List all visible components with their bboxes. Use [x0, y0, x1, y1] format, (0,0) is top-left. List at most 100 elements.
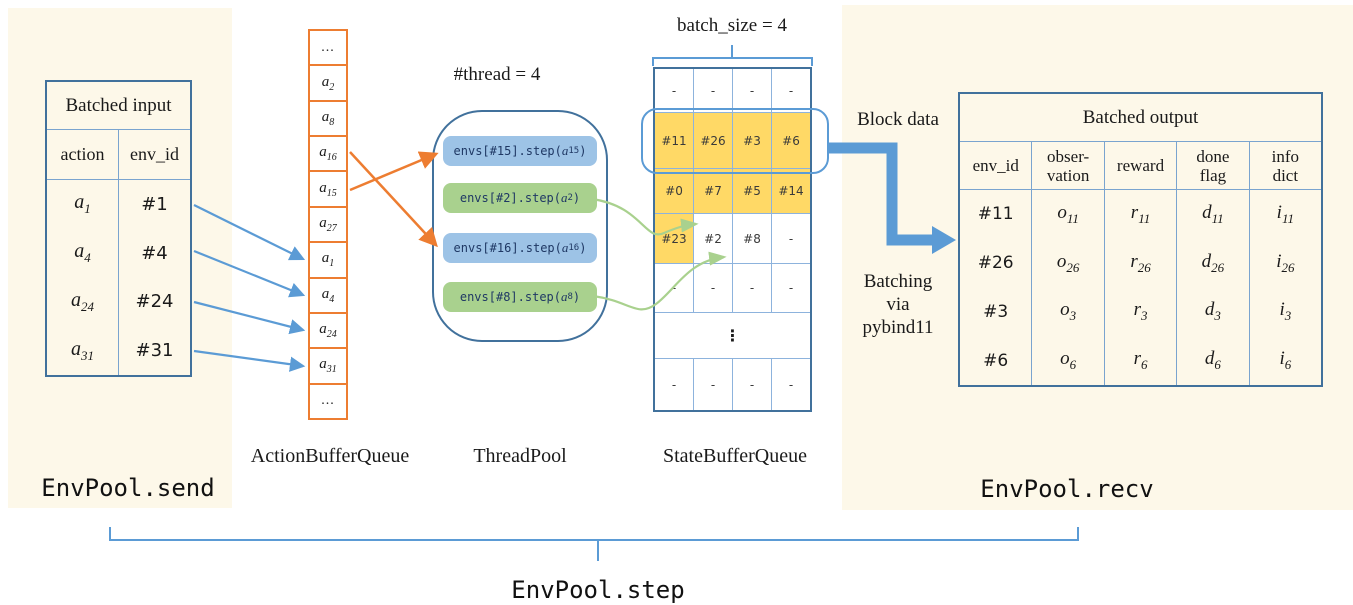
output-cell: #26 [977, 253, 1014, 274]
state-cell: - [671, 281, 677, 295]
state-cell: #26 [693, 113, 732, 168]
state-cell: #23 [655, 214, 693, 263]
queue-cell: a4 [310, 276, 346, 312]
batched-input-table: Batched input action env_id a1 a4 a24 a3… [45, 80, 192, 377]
state-cell: #8 [732, 214, 771, 263]
output-header-envid: env_id [972, 156, 1019, 175]
input-action-cell: a31 [71, 337, 94, 363]
queue-cell: a8 [310, 99, 346, 135]
output-cell: d6 [1204, 348, 1221, 373]
recv-panel-background [842, 5, 1353, 510]
state-cell: - [732, 359, 771, 410]
state-row: - - - - [655, 69, 810, 112]
input-header-action: action [60, 144, 105, 164]
state-buffer-queue: - - - - #11 #26 #3 #6 #0 #7 #5 #14 #23 #… [653, 67, 812, 412]
input-envid-cell: #1 [141, 193, 168, 215]
batch-size-label: batch_size = 4 [677, 15, 787, 36]
output-cell: o26 [1056, 250, 1080, 275]
state-cell: - [771, 359, 810, 410]
output-doneflag-column: d11 d26 d3 d6 [1176, 190, 1248, 385]
input-action-cell: a1 [74, 191, 91, 217]
queue-cell-ellipsis: ... [310, 382, 346, 418]
output-cell: i3 [1279, 299, 1292, 324]
state-cell: #2 [693, 214, 732, 263]
queue-cell: a1 [310, 241, 346, 276]
output-cell: d11 [1202, 201, 1224, 226]
action-buffer-queue-label: ActionBufferQueue [250, 445, 410, 467]
output-infodict-column: i11 i26 i3 i6 [1248, 190, 1321, 385]
queue-cell: a15 [310, 170, 346, 205]
output-cell: i26 [1276, 250, 1295, 275]
state-cell: #5 [732, 169, 771, 213]
envpool-step-label: EnvPool.step [511, 576, 685, 604]
thread-count-label: #thread = 4 [453, 64, 541, 85]
batching-line: Batching [863, 271, 933, 292]
batched-output-title: Batched output [960, 94, 1321, 142]
action-buffer-queue: ... a2 a8 a16 a15 a27 a1 a4 a24 a31 ... [308, 29, 348, 420]
input-envid-column: #1 #4 #24 #31 [118, 180, 190, 375]
output-cell: #11 [977, 204, 1014, 225]
state-cell: - [771, 264, 810, 312]
state-row: - - - - [655, 358, 810, 410]
state-cell: #14 [771, 169, 810, 213]
state-row-ellipsis: ⋮ [655, 312, 810, 358]
state-row: #23 #2 #8 - [655, 213, 810, 263]
batch-size-brace [652, 45, 813, 66]
queue-cell-ellipsis: ... [321, 39, 335, 55]
state-cell: - [671, 83, 677, 98]
state-cell: #11 [655, 113, 693, 168]
output-cell: #6 [983, 350, 1009, 371]
output-header-reward: reward [1103, 142, 1176, 189]
batch-row-highlight-outline [641, 108, 829, 174]
input-action-cell: a4 [74, 240, 91, 266]
state-row: #0 #7 #5 #14 [655, 168, 810, 213]
state-cell: - [693, 264, 732, 312]
input-header-envid: env_id [118, 130, 190, 179]
queue-cell: a2 [310, 64, 346, 99]
state-buffer-queue-label: StateBufferQueue [662, 445, 808, 467]
output-cell: #3 [983, 301, 1009, 322]
input-action-cell: a24 [71, 288, 94, 314]
input-envid-cell: #24 [135, 291, 174, 313]
input-envid-cell: #4 [141, 242, 168, 264]
output-cell: o6 [1060, 348, 1077, 373]
state-cell: #0 [655, 169, 693, 213]
dispatch-arrows [349, 151, 439, 248]
block-data-label: Block data [857, 109, 939, 130]
output-cell: r6 [1133, 348, 1148, 373]
input-action-column: a1 a4 a24 a31 [47, 180, 118, 375]
envpool-send-label: EnvPool.send [41, 474, 215, 502]
batched-output-body: #11 #26 #3 #6 o11 o26 o3 o6 r11 r26 r3 r… [960, 190, 1321, 385]
vertical-ellipsis: ⋮ [724, 326, 741, 345]
state-cell: #3 [732, 113, 771, 168]
state-cell: - [693, 69, 732, 112]
state-cell: - [732, 69, 771, 112]
state-cell: - [671, 377, 677, 392]
output-observation-column: o11 o26 o3 o6 [1031, 190, 1103, 385]
state-cell: - [771, 214, 810, 263]
queue-cell: a31 [310, 347, 346, 382]
envpool-recv-label: EnvPool.recv [980, 475, 1154, 503]
state-cell: #6 [771, 113, 810, 168]
output-header-observation: obser-vation [1031, 142, 1103, 189]
batched-output-table: Batched output env_id obser-vation rewar… [958, 92, 1323, 387]
input-envid-cell: #31 [135, 340, 174, 362]
step-brace [109, 527, 1079, 561]
state-cell: - [732, 264, 771, 312]
state-cell: - [693, 359, 732, 410]
batched-input-title: Batched input [47, 82, 190, 130]
output-cell: i11 [1276, 201, 1294, 226]
state-row: - - - - [655, 263, 810, 312]
output-envid-column: #11 #26 #3 #6 [960, 190, 1031, 385]
output-cell: d26 [1201, 250, 1225, 275]
dispatch-arrow-a15 [349, 151, 439, 192]
output-cell: r3 [1133, 299, 1148, 324]
